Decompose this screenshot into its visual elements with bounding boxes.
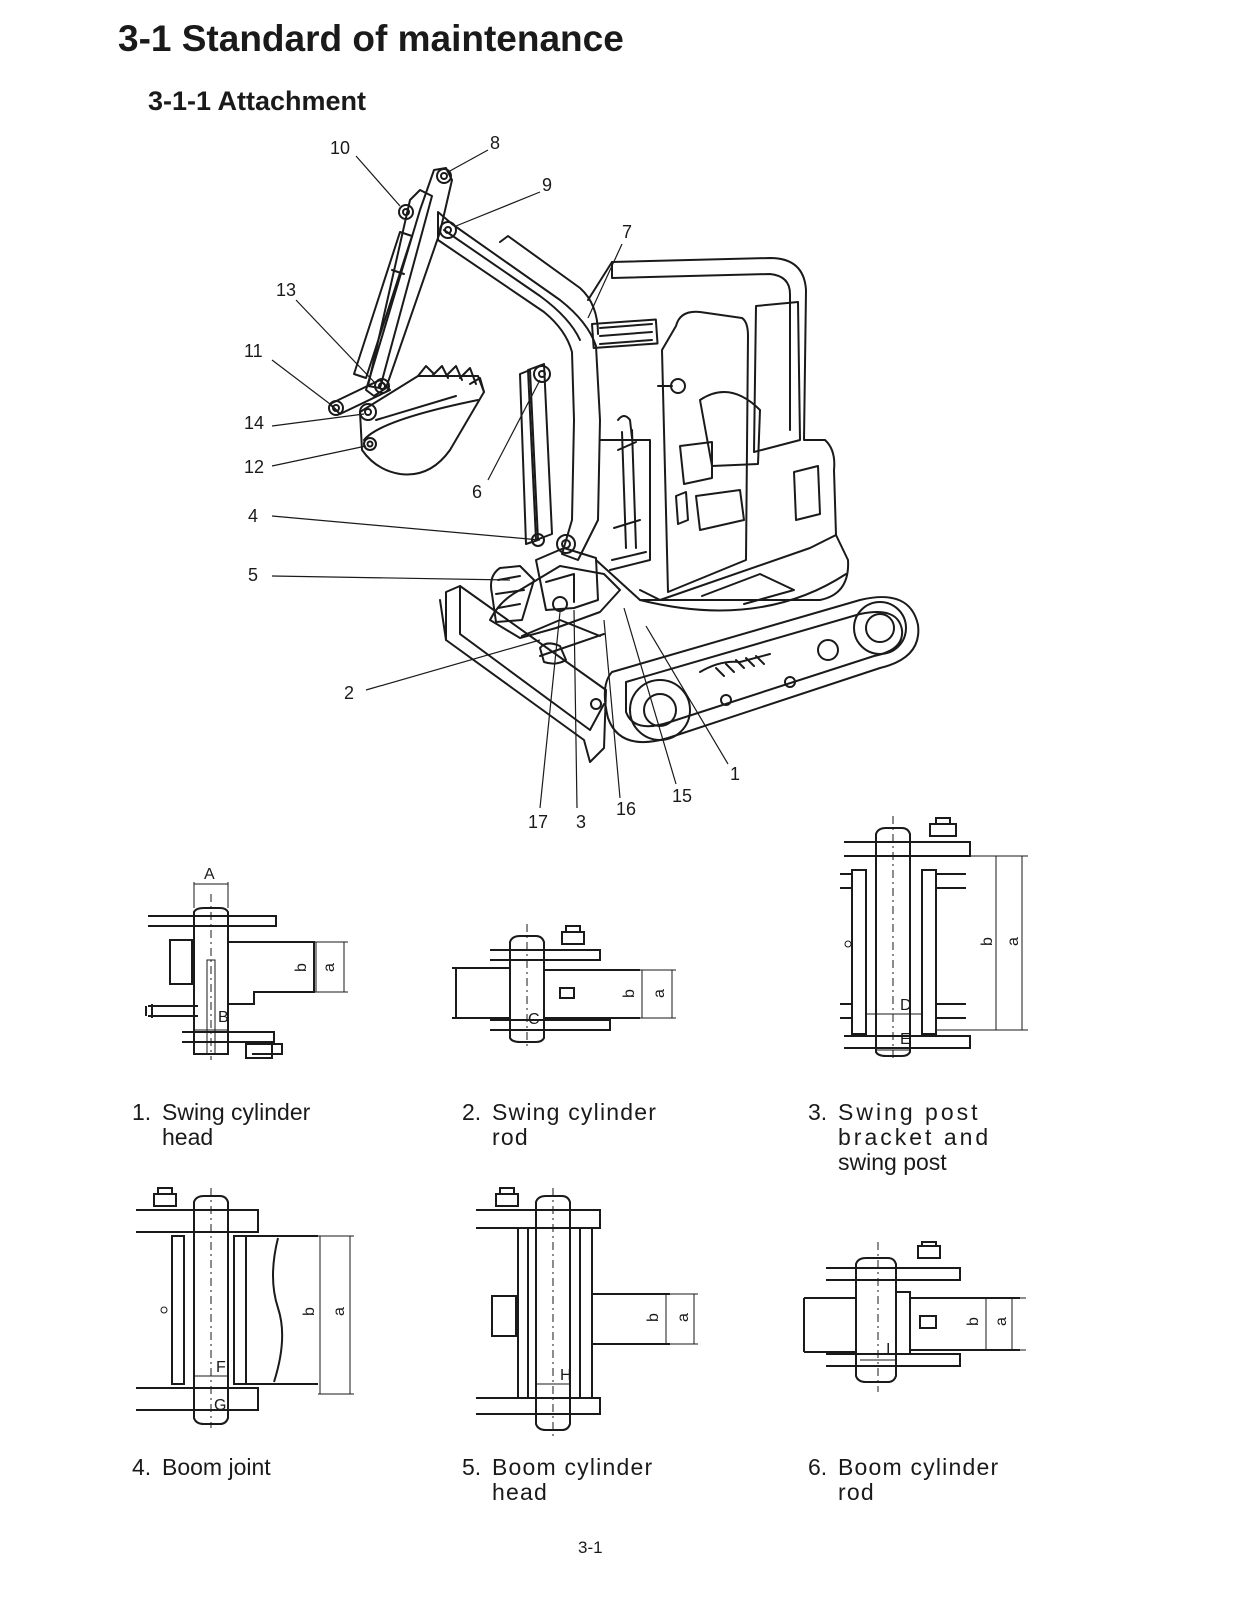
page-number: 3-1: [578, 1538, 603, 1557]
callout-15: 15: [672, 786, 692, 806]
dim-label-a: a: [993, 1317, 1010, 1326]
dim-label-b: b: [293, 963, 310, 972]
dim-label-a: a: [321, 963, 338, 972]
caption-4: 4. Boom joint: [132, 1455, 372, 1481]
detail-swing-post-bracket: D E b a: [840, 816, 1028, 1062]
detail-swing-cylinder-head: A B b a: [145, 866, 348, 1060]
caption-line: head: [162, 1124, 214, 1150]
dim-label-A: A: [204, 866, 215, 883]
caption-line: rod: [838, 1479, 875, 1505]
detail-boom-cylinder-head: H b a: [476, 1187, 698, 1438]
caption-line: Boom cylinder: [492, 1454, 654, 1480]
callout-1: 1: [730, 764, 740, 784]
caption-number: 1.: [132, 1099, 152, 1125]
caption-1: 1. Swing cylinder head: [132, 1100, 372, 1152]
dim-label-b: b: [621, 989, 638, 998]
caption-line: Boom joint: [162, 1454, 271, 1480]
caption-number: 5.: [462, 1454, 482, 1480]
callout-12: 12: [244, 457, 264, 477]
callout-8: 8: [490, 133, 500, 153]
caption-line: Swing cylinder: [492, 1099, 658, 1125]
detail-swing-cylinder-rod: C b a: [452, 924, 676, 1048]
dim-label-a: a: [675, 1313, 692, 1322]
dim-label-B: B: [218, 1009, 229, 1026]
caption-6: 6. Boom cylinder rod: [808, 1455, 1048, 1507]
caption-number: 4.: [132, 1454, 152, 1480]
section-title: 3-1-1 Attachment: [148, 86, 367, 116]
callout-6: 6: [472, 482, 482, 502]
dim-label-b: b: [965, 1317, 982, 1326]
caption-number: 6.: [808, 1454, 828, 1480]
caption-2: 2. Swing cylinder rod: [462, 1100, 702, 1152]
dim-label-a: a: [1005, 937, 1022, 946]
caption-line: bracket and: [838, 1124, 992, 1150]
detail-boom-cylinder-rod: I b a: [803, 1241, 1026, 1392]
dim-label-b: b: [979, 937, 996, 946]
callout-5: 5: [248, 565, 258, 585]
caption-line: Boom cylinder: [838, 1454, 1000, 1480]
callout-7: 7: [622, 222, 632, 242]
caption-number: 2.: [462, 1099, 482, 1125]
dim-label-D: D: [900, 997, 912, 1014]
caption-line: rod: [492, 1124, 529, 1150]
callout-10: 10: [330, 138, 350, 158]
caption-line: head: [492, 1479, 548, 1505]
callout-11: 11: [244, 341, 263, 361]
caption-5: 5. Boom cylinder head: [462, 1455, 702, 1507]
dim-label-H: H: [560, 1367, 572, 1384]
dim-label-F: F: [216, 1359, 226, 1376]
detail-boom-joint: F G b a: [136, 1187, 354, 1428]
dim-label-I: I: [886, 1341, 890, 1358]
callout-2: 2: [344, 683, 354, 703]
callout-9: 9: [542, 175, 552, 195]
dim-label-b: b: [301, 1307, 318, 1316]
caption-line: Swing cylinder: [162, 1099, 311, 1125]
excavator-illustration: 10 8 9 7 13 11 14 12 6 4 5 2 17 3 16 15 …: [244, 133, 920, 832]
callout-14: 14: [244, 413, 264, 433]
callout-17: 17: [528, 812, 548, 832]
callout-4: 4: [248, 506, 258, 526]
caption-number: 3.: [808, 1099, 828, 1125]
dim-label-C: C: [528, 1011, 540, 1028]
callout-3: 3: [576, 812, 586, 832]
caption-line: Swing post: [838, 1099, 981, 1125]
dim-label-E: E: [900, 1031, 911, 1048]
dim-label-a: a: [651, 989, 668, 998]
callout-13: 13: [276, 280, 296, 300]
page-title: 3-1 Standard of maintenance: [118, 18, 624, 59]
dim-label-G: G: [214, 1397, 226, 1414]
dim-label-a: a: [331, 1307, 348, 1316]
callout-16: 16: [616, 799, 636, 819]
dim-label-b: b: [645, 1313, 662, 1322]
caption-line: swing post: [838, 1149, 947, 1175]
caption-3: 3. Swing post bracket and swing post: [808, 1100, 1048, 1178]
